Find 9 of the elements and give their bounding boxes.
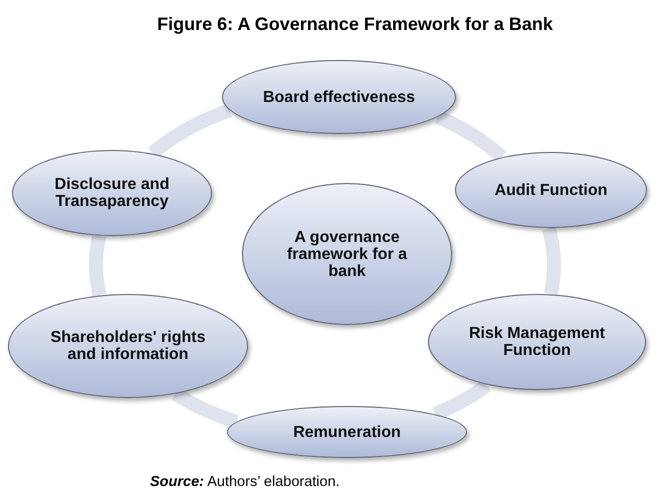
- node-label: Shareholders' rights and information: [50, 329, 206, 363]
- node-label: Board effectiveness: [262, 88, 416, 106]
- figure-title: Figure 6: A Governance Framework for a Bank: [156, 13, 554, 36]
- node-label: Disclosure and Transaparency: [54, 176, 170, 210]
- source-caption: Source: Authors’ elaboration.: [150, 473, 340, 492]
- node-label: A governance framework for a bank: [286, 228, 408, 280]
- node-label: Remuneration: [292, 424, 402, 440]
- node-label: Risk Management Function: [468, 325, 606, 359]
- node-label: Audit Function: [494, 182, 608, 198]
